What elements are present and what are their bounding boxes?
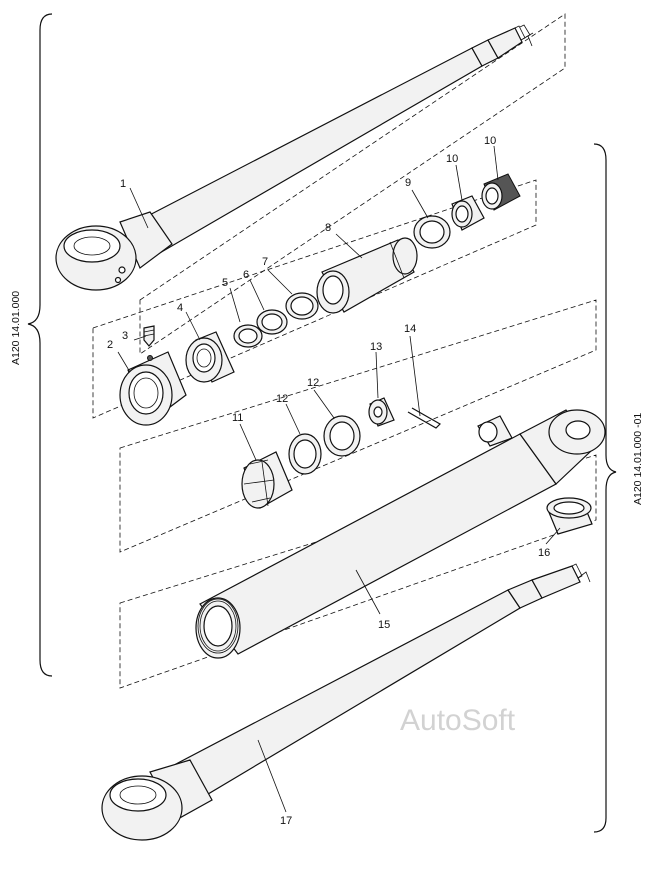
callout-12b: 12: [307, 377, 319, 389]
callout-13: 13: [370, 341, 382, 353]
part-2-gland-nut: [119, 351, 187, 426]
upper-assembly-code: A120 14.01.000: [10, 291, 22, 365]
part-13-nut: [368, 397, 395, 427]
part-10-bushing-b: [481, 173, 521, 211]
part-17-piston-rod: [101, 563, 591, 841]
callout-6: 6: [243, 269, 249, 281]
part-14-cotter-pin: [407, 407, 441, 429]
part-9-ring: [413, 215, 451, 249]
upper-assembly-bracket: [27, 13, 53, 677]
callout-12a: 12: [276, 393, 288, 405]
dashed-box-seals: [92, 179, 537, 419]
part-1-piston-rod: [55, 24, 534, 291]
part-8-sleeve: [316, 237, 418, 314]
part-6-seal-ring: [256, 309, 288, 335]
callout-3: 3: [122, 330, 128, 342]
part-11-piston: [241, 451, 293, 509]
part-3-set-screw: [143, 325, 155, 347]
callout-2: 2: [107, 339, 113, 351]
lower-assembly-code: A120 14.01.000 -01: [632, 413, 644, 505]
callout-17: 17: [280, 815, 292, 827]
callout-1: 1: [120, 178, 126, 190]
dashed-box-upper-rod: [139, 13, 566, 355]
lower-assembly-bracket: [593, 143, 617, 833]
callout-9: 9: [405, 177, 411, 189]
callout-14: 14: [404, 323, 416, 335]
callout-11: 11: [232, 412, 243, 424]
callout-5: 5: [222, 277, 228, 289]
watermark: AutoSoft: [400, 704, 516, 737]
part-7-seal-ring: [285, 292, 319, 320]
part-5-seal-ring: [233, 324, 263, 348]
callout-10b: 10: [484, 135, 496, 147]
leader-lines: [117, 145, 561, 813]
callout-15: 15: [378, 619, 390, 631]
callout-4: 4: [177, 302, 183, 314]
dashed-box-piston: [119, 299, 597, 553]
callout-7: 7: [262, 256, 268, 268]
callout-16: 16: [538, 547, 550, 559]
part-12-piston-seal-b: [323, 415, 361, 457]
part-10-bushing-a: [451, 195, 485, 231]
callout-8: 8: [325, 222, 331, 234]
part-16-bushing: [546, 497, 593, 535]
part-12-piston-seal-a: [288, 433, 322, 475]
part-15-cylinder-barrel: [195, 409, 606, 659]
part-4-guide-bushing: [185, 331, 235, 383]
callout-10a: 10: [446, 153, 458, 165]
